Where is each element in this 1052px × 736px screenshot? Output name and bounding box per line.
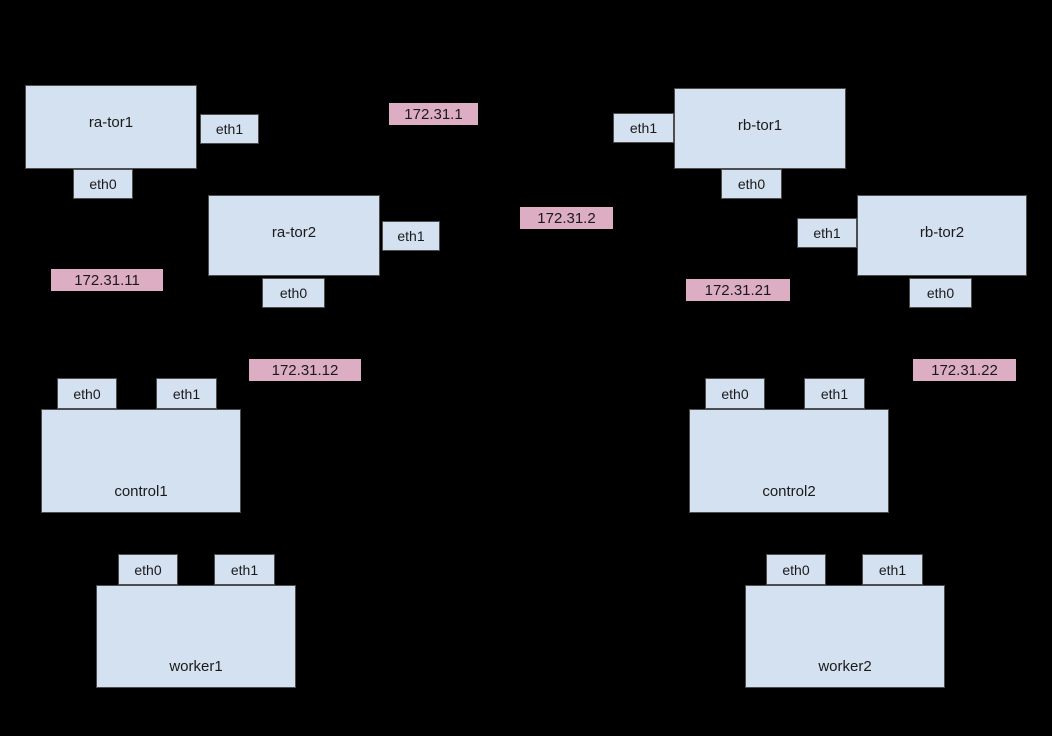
node-ra-tor2[interactable]: ra-tor2 [208, 195, 380, 276]
network-label-text: 172.31.12 [271, 361, 339, 379]
interface-label: eth0 [782, 561, 810, 578]
network-label-net-172-31-12[interactable]: 172.31.12 [249, 359, 361, 381]
node-control2[interactable]: control2 [689, 409, 889, 513]
interface-label: eth0 [737, 176, 766, 192]
interface-rb-tor1-eth1[interactable]: eth1 [613, 113, 674, 143]
interface-worker2-eth0[interactable]: eth0 [766, 554, 826, 585]
interface-label: eth0 [73, 385, 101, 402]
node-label: worker2 [818, 658, 872, 675]
network-label-text: 172.31.1 [404, 105, 463, 123]
node-label: rb-tor2 [919, 224, 965, 241]
network-label-net-172-31-21[interactable]: 172.31.21 [686, 279, 790, 301]
interface-label: eth1 [230, 561, 259, 578]
interface-worker2-eth1[interactable]: eth1 [862, 554, 923, 585]
network-label-net-172-31-2[interactable]: 172.31.2 [520, 207, 613, 229]
interface-worker1-eth1[interactable]: eth1 [214, 554, 275, 585]
interface-rb-tor1-eth0[interactable]: eth0 [721, 169, 782, 199]
node-label: control1 [114, 483, 168, 500]
interface-label: eth0 [134, 561, 162, 578]
node-label: control2 [762, 483, 816, 500]
interface-ra-tor2-eth1[interactable]: eth1 [382, 221, 440, 251]
network-label-text: 172.31.2 [537, 209, 596, 227]
node-worker1[interactable]: worker1 [96, 585, 296, 688]
interface-control1-eth1[interactable]: eth1 [156, 378, 217, 409]
interface-label: eth1 [172, 385, 201, 402]
interface-label: eth0 [926, 285, 955, 301]
interface-label: eth0 [279, 285, 308, 301]
node-label: rb-tor1 [737, 117, 783, 134]
interface-label: eth1 [813, 225, 841, 241]
node-rb-tor1[interactable]: rb-tor1 [674, 88, 846, 169]
interface-ra-tor1-eth0[interactable]: eth0 [73, 169, 133, 199]
interface-rb-tor2-eth0[interactable]: eth0 [909, 278, 972, 308]
interface-control2-eth1[interactable]: eth1 [804, 378, 865, 409]
interface-rb-tor2-eth1[interactable]: eth1 [797, 218, 857, 248]
interface-label: eth1 [820, 385, 849, 402]
node-control1[interactable]: control1 [41, 409, 241, 513]
network-label-net-172-31-1[interactable]: 172.31.1 [389, 103, 478, 125]
interface-ra-tor2-eth0[interactable]: eth0 [262, 278, 325, 308]
network-label-text: 172.31.21 [704, 281, 772, 299]
node-rb-tor2[interactable]: rb-tor2 [857, 195, 1027, 276]
interface-label: eth0 [89, 176, 117, 192]
interface-control1-eth0[interactable]: eth0 [57, 378, 117, 409]
network-label-net-172-31-22[interactable]: 172.31.22 [913, 359, 1016, 381]
interface-worker1-eth0[interactable]: eth0 [118, 554, 178, 585]
network-label-net-172-31-11[interactable]: 172.31.11 [51, 269, 163, 291]
node-ra-tor1[interactable]: ra-tor1 [25, 85, 197, 169]
interface-label: eth1 [215, 121, 244, 137]
node-worker2[interactable]: worker2 [745, 585, 945, 688]
network-label-text: 172.31.11 [74, 271, 140, 289]
interface-control2-eth0[interactable]: eth0 [705, 378, 765, 409]
interface-label: eth1 [397, 228, 425, 244]
interface-label: eth1 [629, 120, 658, 136]
node-label: ra-tor2 [271, 224, 317, 241]
interface-label: eth0 [721, 385, 749, 402]
network-label-text: 172.31.22 [931, 361, 998, 379]
node-label: worker1 [169, 658, 223, 675]
interface-ra-tor1-eth1[interactable]: eth1 [200, 114, 259, 144]
interface-label: eth1 [878, 561, 907, 578]
node-label: ra-tor1 [88, 114, 134, 131]
